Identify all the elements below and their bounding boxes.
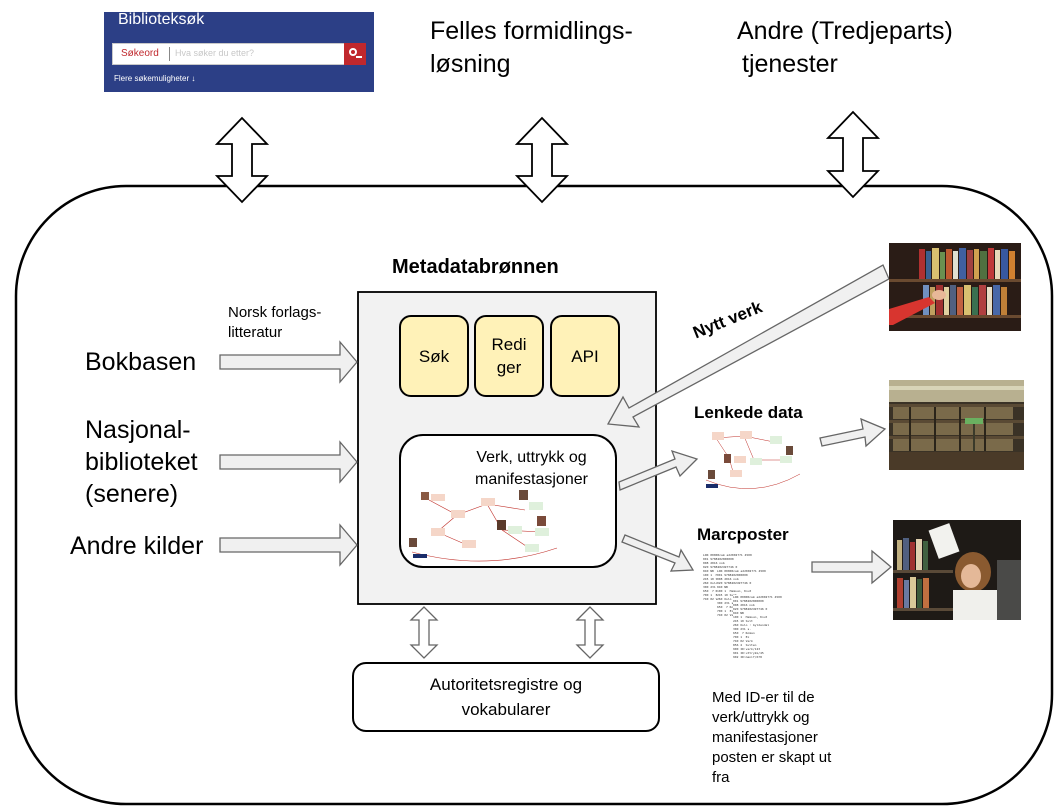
block-arrow-icon xyxy=(621,534,695,572)
search-field-label: Søkeord xyxy=(121,48,159,59)
linked-data-thumbnail xyxy=(705,431,801,489)
search-placeholder: Hva søker du etter? xyxy=(175,48,255,58)
block-arrow-icon xyxy=(219,340,358,384)
double-arrow-icon xyxy=(409,606,439,659)
metadatabronnen-title: Metadatabrønnen xyxy=(392,256,559,278)
marc-records-thumbnail: LDR 00000cam a22002771 4500 001 97882020… xyxy=(703,553,782,659)
verk-uttrykk-box: Verk, uttrykk og manifestasjoner xyxy=(399,434,617,568)
autoritetsregistre-box: Autoritetsregistre og vokabularer xyxy=(352,662,660,732)
block-arrow-icon xyxy=(819,417,887,448)
double-arrow-icon xyxy=(514,116,570,204)
api-module[interactable]: API xyxy=(550,315,620,397)
search-icon-handle xyxy=(356,56,362,58)
norsk-forlagslitteratur-label: Norsk forlags- litteratur xyxy=(228,304,322,341)
field-divider xyxy=(169,47,170,61)
nasjonalbiblioteket-label: Nasjonal- biblioteket (senere) xyxy=(85,416,198,508)
double-arrow-icon xyxy=(825,110,881,199)
andre-tjenester-label: Andre (Tredjeparts) tjenester xyxy=(737,17,953,78)
andre-kilder-label: Andre kilder xyxy=(70,532,204,560)
sok-module[interactable]: Søk xyxy=(399,315,469,397)
block-arrow-icon xyxy=(618,449,699,491)
felles-formidlingslosning-label: Felles formidlings- løsning xyxy=(430,17,633,78)
marcposter-note: Med ID-er til de verk/uttrykk og manifes… xyxy=(712,689,832,786)
bibliotekssok-widget: Biblioteksøk Søkeord Hva søker du etter?… xyxy=(104,11,374,92)
library-hall-photo xyxy=(889,380,1024,470)
bibliotekssok-title: Biblioteksøk xyxy=(118,11,205,28)
double-arrow-icon xyxy=(214,116,270,204)
block-arrow-icon xyxy=(219,440,358,484)
block-arrow-icon xyxy=(811,549,893,585)
verk-uttrykk-label: Verk, uttrykk og manifestasjoner xyxy=(475,449,588,488)
marcposter-label: Marcposter xyxy=(697,525,789,544)
rediger-module[interactable]: Redi ger xyxy=(474,315,544,397)
nytt-verk-arrow xyxy=(606,264,890,428)
double-arrow-icon xyxy=(575,606,605,659)
block-arrow-icon xyxy=(219,523,358,567)
more-search-options-link[interactable]: Flere søkemuligheter ↓ xyxy=(114,74,196,83)
bokbasen-label: Bokbasen xyxy=(85,348,197,376)
reader-photo xyxy=(893,520,1021,620)
search-button[interactable] xyxy=(344,43,366,65)
search-input[interactable]: Søkeord Hva søker du etter? xyxy=(112,43,364,65)
bookshelf-photo xyxy=(889,243,1021,331)
work-graph-thumbnail xyxy=(409,490,558,562)
lenkede-data-label: Lenkede data xyxy=(694,403,803,422)
search-icon xyxy=(349,48,357,56)
